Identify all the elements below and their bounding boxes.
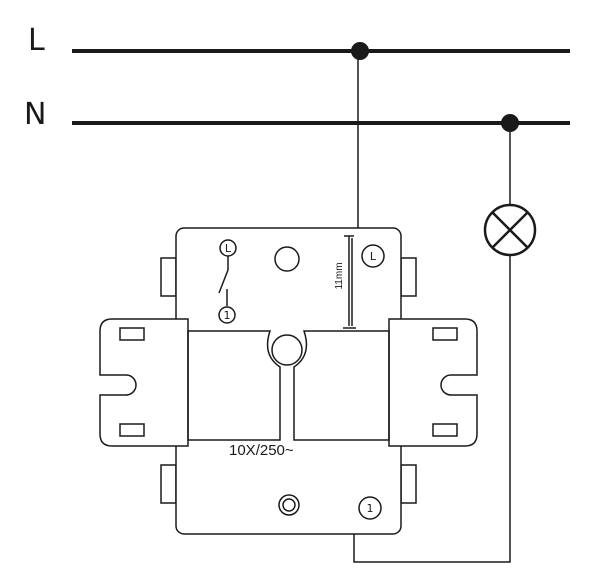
switched-wire bbox=[353, 255, 511, 563]
left-claw-slot-top bbox=[119, 327, 145, 341]
switch-body bbox=[175, 227, 402, 535]
switch-mechanism bbox=[99, 227, 478, 535]
inner-frame-left bbox=[187, 330, 281, 441]
center-hole bbox=[271, 334, 303, 366]
phase-label: L bbox=[28, 23, 45, 58]
top-left-tab bbox=[160, 257, 177, 297]
schematic-contact-arm bbox=[218, 269, 229, 294]
left-claw-slot-bottom bbox=[119, 423, 145, 437]
bottom-screw-inner bbox=[282, 498, 296, 512]
schematic-1-label: 1 bbox=[224, 309, 231, 322]
right-mounting-claw bbox=[388, 318, 478, 447]
top-right-tab bbox=[400, 257, 417, 297]
strip-length-label: 11mm bbox=[334, 262, 345, 289]
terminal-1-marker bbox=[358, 496, 382, 520]
rating-label: 10X/250~ bbox=[229, 442, 294, 459]
terminal-l-label: L bbox=[370, 250, 377, 263]
left-mounting-claw bbox=[99, 318, 189, 447]
phase-junction-dot bbox=[351, 42, 369, 60]
inner-frame-right bbox=[293, 330, 390, 441]
right-claw-slot-bottom bbox=[432, 423, 458, 437]
lamp-icon bbox=[483, 203, 537, 257]
neutral-label: N bbox=[24, 97, 46, 132]
bottom-right-tab bbox=[400, 464, 417, 504]
schematic-l-label: L bbox=[225, 242, 232, 255]
schematic-terminal-1 bbox=[218, 306, 236, 324]
top-screw-hole bbox=[274, 246, 300, 272]
terminal-1-label: 1 bbox=[367, 502, 374, 515]
terminal-l-marker bbox=[361, 244, 385, 268]
bottom-left-tab bbox=[160, 464, 177, 504]
right-claw-slot-top bbox=[432, 327, 458, 341]
